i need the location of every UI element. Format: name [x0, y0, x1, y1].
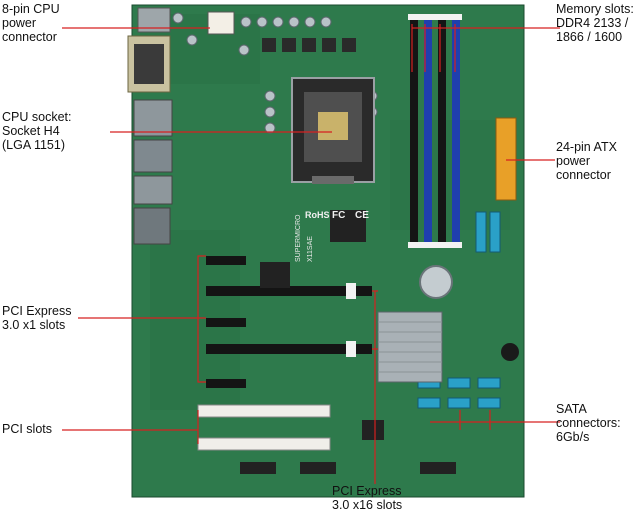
- atx-power-connector: [495, 117, 517, 201]
- chipset-heatsink: [377, 311, 443, 383]
- label-pci: PCI slots: [2, 422, 53, 436]
- rear-io-panel: [127, 7, 173, 245]
- vrm-chokes: [262, 38, 356, 52]
- ce-mark: CE: [355, 210, 369, 221]
- label-sata: SATA connectors: 6Gb/s: [556, 402, 621, 444]
- vrm-capacitors: [172, 12, 378, 134]
- pci-slot: [197, 437, 331, 451]
- pcie-x16-slot: [206, 344, 372, 354]
- label-memory: Memory slots: DDR4 2133 / 1866 / 1600: [556, 2, 634, 44]
- pcie-x1-slot: [206, 379, 246, 388]
- memory-slots: [408, 14, 462, 248]
- pcie-x16-slot: [206, 286, 372, 296]
- pci-slot: [197, 404, 331, 418]
- pcie-slots: [206, 256, 372, 388]
- board-model: X11SAE: [307, 236, 314, 262]
- fcc-mark: FC: [332, 210, 345, 221]
- cpu-socket: [291, 77, 375, 184]
- label-pcie-x1: PCI Express 3.0 x1 slots: [2, 304, 72, 332]
- board-brand: SUPERMICRO: [295, 214, 302, 262]
- cpu-power-connector: [207, 11, 235, 35]
- pcie-x1-slot: [206, 256, 246, 265]
- label-atx-power: 24-pin ATX power connector: [556, 140, 617, 182]
- label-cpu-power: 8-pin CPU power connector: [2, 2, 60, 44]
- sata-connectors: [417, 211, 501, 409]
- callout-lines: [62, 24, 560, 484]
- rohs-mark: RoHS: [305, 210, 330, 220]
- label-cpu-socket: CPU socket: Socket H4 (LGA 1151): [2, 110, 72, 152]
- cmos-battery: [419, 265, 453, 299]
- label-pcie-x16: PCI Express 3.0 x16 slots: [332, 484, 403, 512]
- pcie-x1-slot: [206, 318, 246, 327]
